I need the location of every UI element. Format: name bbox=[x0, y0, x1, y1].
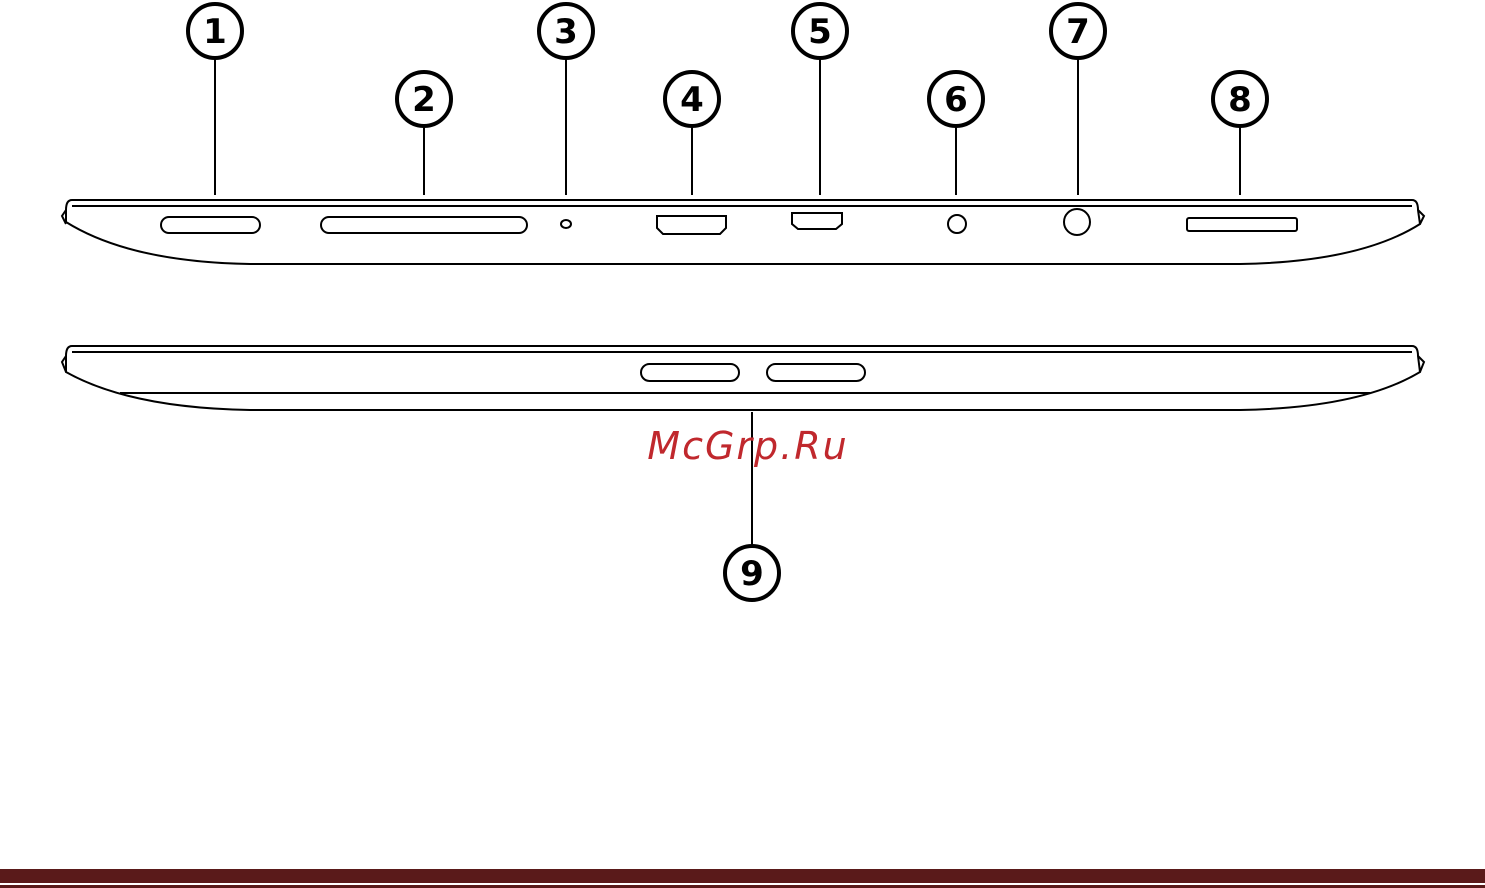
callout-7-label: 7 bbox=[1066, 12, 1090, 52]
callout-5-label: 5 bbox=[808, 12, 832, 52]
callout-3: 3 bbox=[539, 4, 593, 58]
port-2-slot bbox=[321, 217, 527, 233]
watermark-text: McGrp.Ru bbox=[647, 424, 848, 468]
callouts: 1 2 3 4 5 6 7 8 bbox=[188, 4, 1267, 600]
footer-bar bbox=[0, 869, 1485, 883]
callout-3-label: 3 bbox=[554, 12, 578, 52]
port-6-jack bbox=[948, 215, 966, 233]
callout-4: 4 bbox=[665, 72, 719, 126]
port-7-jack bbox=[1064, 209, 1090, 235]
callout-5: 5 bbox=[793, 4, 847, 58]
port-5-micro bbox=[792, 213, 842, 229]
bottom-edge-body-outline bbox=[66, 346, 1420, 410]
callout-6: 6 bbox=[929, 72, 983, 126]
callout-8: 8 bbox=[1213, 72, 1267, 126]
callout-4-label: 4 bbox=[680, 80, 704, 120]
callout-9-label: 9 bbox=[740, 554, 764, 594]
callout-8-label: 8 bbox=[1228, 80, 1252, 120]
callout-2: 2 bbox=[397, 72, 451, 126]
callout-6-label: 6 bbox=[944, 80, 968, 120]
port-4-hdmi bbox=[657, 216, 726, 234]
port-1-slot bbox=[161, 217, 260, 233]
speaker-slot-right bbox=[767, 364, 865, 381]
callout-7: 7 bbox=[1051, 4, 1105, 58]
port-8-card-slot bbox=[1187, 218, 1297, 231]
callout-2-label: 2 bbox=[412, 80, 436, 120]
speaker-slot-left bbox=[641, 364, 739, 381]
port-3-hole bbox=[561, 220, 571, 228]
callout-1: 1 bbox=[188, 4, 242, 58]
callout-1-label: 1 bbox=[203, 12, 227, 52]
callout-9: 9 bbox=[725, 546, 779, 600]
